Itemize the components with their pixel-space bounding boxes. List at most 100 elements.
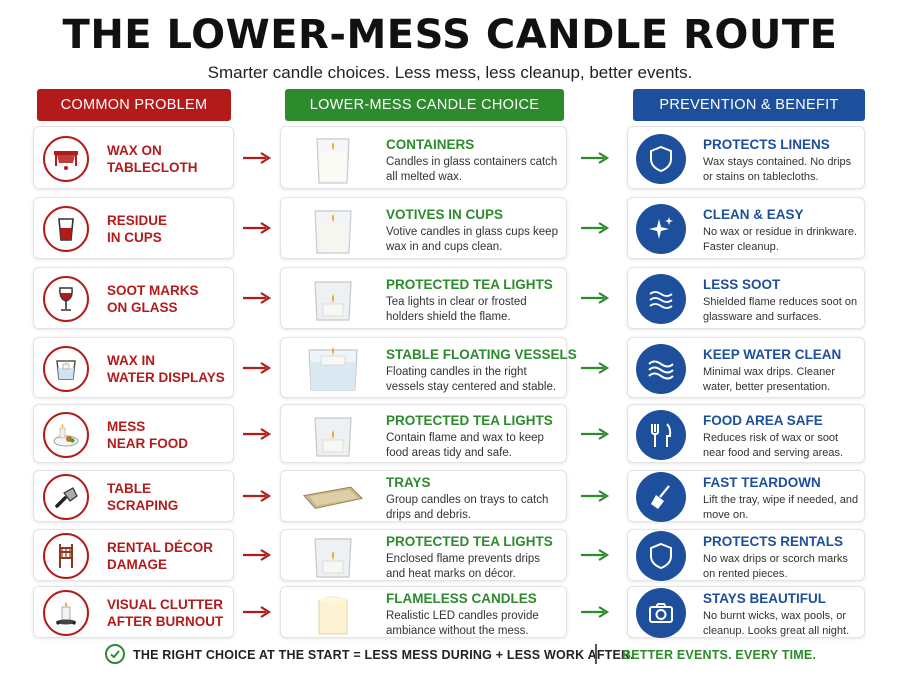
arrow-right-icon bbox=[242, 489, 272, 503]
benefit-title: PROTECTS LINENS bbox=[703, 137, 830, 152]
camera-icon bbox=[636, 588, 686, 638]
benefit-description: Reduces risk of wax or soot near food an… bbox=[703, 432, 844, 459]
problem-label-line: WAX IN bbox=[107, 353, 156, 368]
chair-icon bbox=[43, 533, 89, 579]
problem-label-line: NEAR FOOD bbox=[107, 436, 188, 451]
choice-title: STABLE FLOATING VESSELS bbox=[386, 347, 577, 362]
arrow-right-icon bbox=[242, 361, 272, 375]
problem-label-line: TABLE bbox=[107, 481, 151, 496]
benefit-description: Shielded flame reduces soot on glassware… bbox=[703, 296, 858, 323]
problem-card: MESS NEAR FOOD bbox=[33, 404, 234, 463]
arrow-right-icon bbox=[580, 221, 610, 235]
arrow-right-icon bbox=[580, 548, 610, 562]
tablecloth-drip-icon bbox=[43, 136, 89, 182]
problem-label-line: MESS bbox=[107, 419, 146, 434]
benefit-title: FOOD AREA SAFE bbox=[703, 413, 823, 428]
benefit-card: PROTECTS LINENS Wax stays contained. No … bbox=[627, 126, 865, 189]
fork-knife-icon bbox=[636, 410, 686, 460]
scraper-icon bbox=[43, 474, 89, 520]
problem-label-line: SOOT MARKS bbox=[107, 283, 199, 298]
wine-glass-icon bbox=[43, 276, 89, 322]
page-subtitle: Smarter candle choices. Less mess, less … bbox=[207, 63, 693, 82]
choice-title: PROTECTED TEA LIGHTS bbox=[386, 277, 553, 292]
choice-card: VOTIVES IN CUPS Votive candles in glass … bbox=[280, 197, 567, 259]
benefit-card: CLEAN & EASY No wax or residue in drinkw… bbox=[627, 197, 865, 259]
table-row: RESIDUE IN CUPS VOTIVES IN CUPS Votive c… bbox=[0, 197, 900, 259]
choice-description: Group candles on trays to catch drips an… bbox=[386, 494, 549, 521]
arrow-right-icon bbox=[580, 489, 610, 503]
water-waves-icon bbox=[636, 344, 686, 394]
footer-tagline: BETTER EVENTS. EVERY TIME. bbox=[622, 648, 817, 662]
arrow-right-icon bbox=[242, 221, 272, 235]
votive-cup-candle-icon bbox=[301, 198, 365, 260]
benefit-card: KEEP WATER CLEAN Minimal wax drips. Clea… bbox=[627, 337, 865, 398]
table-row: WAX ON TABLECLOTH CONTAINERS Candles in … bbox=[0, 126, 900, 189]
benefit-description: Wax stays contained. No drips or stains … bbox=[703, 156, 852, 183]
tea-light-holder-icon bbox=[301, 405, 365, 464]
benefit-card: PROTECTS RENTALS No wax drips or scorch … bbox=[627, 529, 865, 581]
benefit-title: STAYS BEAUTIFUL bbox=[703, 591, 827, 606]
benefit-title: CLEAN & EASY bbox=[703, 207, 804, 222]
glass-container-candle-icon bbox=[301, 127, 365, 190]
sparkle-icon bbox=[636, 204, 686, 254]
benefit-description: No burnt wicks, wax pools, or cleanup. L… bbox=[703, 610, 850, 637]
problem-label: MESS NEAR FOOD bbox=[107, 418, 188, 452]
footer: THE RIGHT CHOICE AT THE START = LESS MES… bbox=[0, 643, 900, 667]
problem-card: RENTAL DÉCOR DAMAGE bbox=[33, 529, 234, 581]
metal-tray-icon bbox=[301, 471, 365, 523]
arrow-right-icon bbox=[242, 605, 272, 619]
check-icon bbox=[105, 644, 125, 664]
column-header-benefit: PREVENTION & BENEFIT bbox=[633, 89, 865, 121]
problem-label: RESIDUE IN CUPS bbox=[107, 212, 167, 246]
problem-card: WAX IN WATER DISPLAYS bbox=[33, 337, 234, 398]
problem-label: SOOT MARKS ON GLASS bbox=[107, 282, 199, 316]
benefit-title: LESS SOOT bbox=[703, 277, 781, 292]
table-row: VISUAL CLUTTER AFTER BURNOUT FLAMELESS C… bbox=[0, 586, 900, 638]
problem-label: WAX ON TABLECLOTH bbox=[107, 142, 198, 176]
table-row: RENTAL DÉCOR DAMAGE PROTECTED TEA LIGHTS… bbox=[0, 529, 900, 581]
footer-message: THE RIGHT CHOICE AT THE START = LESS MES… bbox=[133, 648, 634, 662]
choice-card: PROTECTED TEA LIGHTS Enclosed flame prev… bbox=[280, 529, 567, 581]
choice-title: TRAYS bbox=[386, 475, 431, 490]
choice-card: PROTECTED TEA LIGHTS Contain flame and w… bbox=[280, 404, 567, 463]
benefit-description: No wax or residue in drinkware. Faster c… bbox=[703, 226, 858, 253]
problem-label-line: WAX ON bbox=[107, 143, 162, 158]
choice-description: Enclosed flame prevents drips and heat m… bbox=[386, 553, 541, 580]
problem-label: RENTAL DÉCOR DAMAGE bbox=[107, 539, 213, 573]
choice-card: PROTECTED TEA LIGHTS Tea lights in clear… bbox=[280, 267, 567, 329]
problem-label-line: ON GLASS bbox=[107, 300, 178, 315]
shield-icon bbox=[636, 531, 686, 581]
arrow-right-icon bbox=[580, 605, 610, 619]
benefit-description: No wax drips or scorch marks on rented p… bbox=[703, 553, 848, 580]
floating-candle-vessel-icon bbox=[301, 338, 365, 399]
problem-card: WAX ON TABLECLOTH bbox=[33, 126, 234, 189]
benefit-card: STAYS BEAUTIFUL No burnt wicks, wax pool… bbox=[627, 586, 865, 638]
table-row: MESS NEAR FOOD PROTECTED TEA LIGHTS Cont… bbox=[0, 404, 900, 463]
choice-title: PROTECTED TEA LIGHTS bbox=[386, 534, 553, 549]
column-header-choice: LOWER-MESS CANDLE CHOICE bbox=[285, 89, 564, 121]
problem-label-line: RENTAL DÉCOR bbox=[107, 540, 214, 555]
arrow-right-icon bbox=[580, 151, 610, 165]
choice-description: Realistic LED candles provide ambiance w… bbox=[386, 610, 539, 637]
problem-label-line: VISUAL CLUTTER bbox=[107, 597, 224, 612]
choice-description: Candles in glass containers catch all me… bbox=[386, 156, 558, 183]
choice-description: Tea lights in clear or frosted holders s… bbox=[386, 296, 527, 323]
choice-card: CONTAINERS Candles in glass containers c… bbox=[280, 126, 567, 189]
choice-description: Contain flame and wax to keep food areas… bbox=[386, 432, 544, 459]
tea-light-holder-icon bbox=[301, 268, 365, 330]
water-vessel-icon bbox=[43, 346, 89, 392]
choice-card: STABLE FLOATING VESSELS Floating candles… bbox=[280, 337, 577, 399]
benefit-card: FOOD AREA SAFE Reduces risk of wax or so… bbox=[627, 404, 865, 463]
choice-card: FLAMELESS CANDLES Realistic LED candles … bbox=[280, 586, 567, 638]
problem-label-line: RESIDUE bbox=[107, 213, 168, 228]
problem-label-line: SCRAPING bbox=[107, 498, 179, 513]
problem-label-line: TABLECLOTH bbox=[107, 160, 198, 175]
column-header-problem: COMMON PROBLEM bbox=[37, 89, 231, 121]
benefit-description: Minimal wax drips. Cleaner water, better… bbox=[703, 366, 836, 393]
problem-label: WAX IN WATER DISPLAYS bbox=[107, 352, 225, 386]
problem-label: TABLE SCRAPING bbox=[107, 480, 178, 514]
page-title: THE LOWER-MESS CANDLE ROUTE bbox=[62, 12, 838, 58]
arrow-right-icon bbox=[580, 361, 610, 375]
choice-title: CONTAINERS bbox=[386, 137, 475, 152]
choice-title: PROTECTED TEA LIGHTS bbox=[386, 413, 553, 428]
